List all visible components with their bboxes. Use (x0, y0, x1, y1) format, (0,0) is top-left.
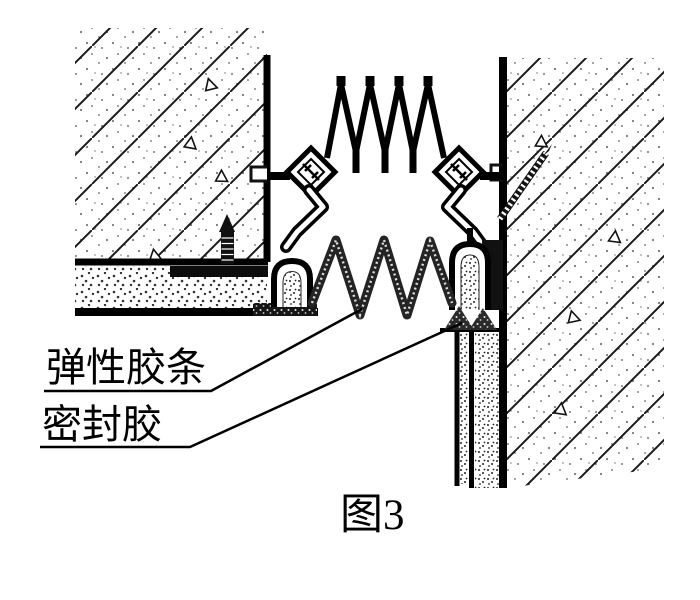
label-elastic-strip: 弹性胶条 (46, 345, 206, 390)
wall-anchor-screw-icon (497, 144, 552, 222)
elastic-rubber-strip (307, 235, 457, 320)
mortar-bed (170, 266, 268, 277)
right-diamond-screw-icon (450, 163, 468, 181)
left-clamp (253, 257, 317, 316)
left-wall-notch (249, 165, 267, 183)
floor-anchor-screw-icon (219, 214, 235, 264)
label-sealant: 密封胶 (42, 402, 162, 447)
left-diamond-screw-icon (302, 163, 320, 181)
joint-cover-brackets (267, 144, 503, 253)
joint-cover-spring-profile (324, 76, 447, 173)
leader-line-sealant (40, 321, 463, 449)
figure-caption: 图3 (340, 492, 405, 539)
joint-filler-wall (454, 330, 499, 488)
right-clamp (449, 228, 503, 310)
leader-line-elastic-strip (44, 307, 363, 393)
right-concrete-wall (506, 58, 664, 488)
left-concrete-hatch (75, 28, 267, 262)
left-strut (280, 184, 329, 253)
left-concrete-wall (75, 28, 267, 262)
spring-peak-caps (336, 76, 433, 86)
right-concrete-hatch (506, 58, 664, 488)
right-strut (441, 184, 490, 253)
